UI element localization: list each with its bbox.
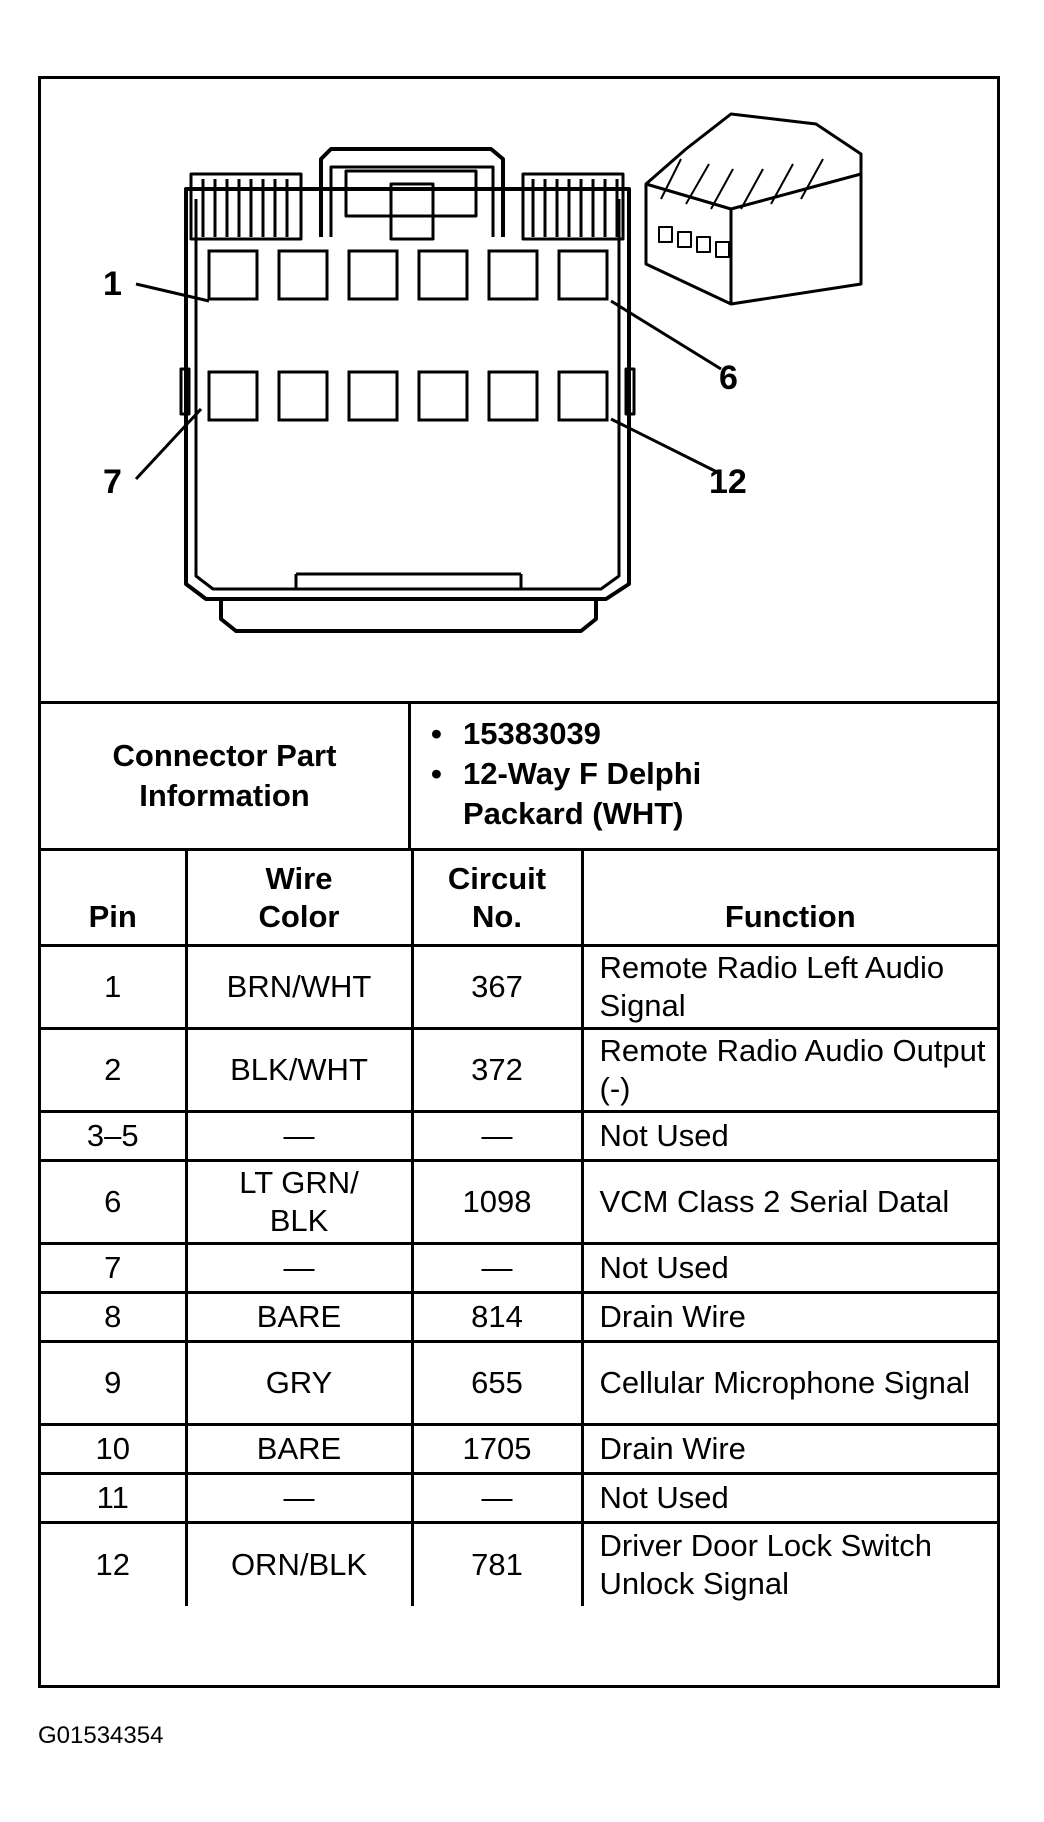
part-number: 15383039 (431, 714, 997, 754)
pin-cell: 3–5 (41, 1110, 188, 1162)
pin-cavity-2 (277, 249, 329, 301)
function-cell: Cellular Microphone Signal (580, 1340, 997, 1426)
pin-cell: 10 (41, 1423, 188, 1475)
pin-callout-12: 12 (709, 463, 747, 501)
pin-callout-7: 7 (103, 463, 122, 501)
header-pin: Pin (41, 848, 188, 947)
pin-cavity-11 (487, 370, 539, 422)
pin-cavity-6 (557, 249, 609, 301)
pin-cell: 2 (41, 1027, 188, 1113)
pin-cavity-8 (277, 370, 329, 422)
wire-color-cell: — (184, 1110, 414, 1162)
pin-callout-6: 6 (719, 359, 738, 397)
pin-cell: 6 (41, 1159, 188, 1245)
function-cell: Drain Wire (580, 1291, 997, 1343)
function-cell: Not Used (580, 1242, 997, 1294)
pin-cell: 9 (41, 1340, 188, 1426)
function-cell: Drain Wire (580, 1423, 997, 1475)
pin-cell: 12 (41, 1521, 188, 1606)
pin-cavity-5 (487, 249, 539, 301)
part-info-list: 15383039 12-Way F Delphi Packard (WHT) (411, 704, 997, 848)
connector-description: 12-Way F Delphi Packard (WHT) (431, 754, 783, 834)
connector-figure-frame: 1 6 7 12 Connector Part Information 1538… (38, 76, 1000, 1688)
pin-cell: 7 (41, 1242, 188, 1294)
circuit-cell: 1705 (410, 1423, 584, 1475)
pin-cell: 11 (41, 1472, 188, 1524)
circuit-cell: 1098 (410, 1159, 584, 1245)
wire-color-cell: — (184, 1472, 414, 1524)
circuit-cell: — (410, 1242, 584, 1294)
function-cell: Not Used (580, 1110, 997, 1162)
header-function: Function (580, 848, 997, 947)
function-cell: Remote Radio Audio Output (-) (580, 1027, 997, 1113)
header-wire-color: Wire Color (184, 848, 414, 947)
function-cell: Remote Radio Left Audio Signal (580, 944, 997, 1030)
figure-code: G01534354 (38, 1722, 164, 1749)
wire-color-cell: BARE (184, 1423, 414, 1475)
pin-cavity-12 (557, 370, 609, 422)
function-cell: Driver Door Lock Switch Unlock Signal (580, 1521, 997, 1606)
pinout-header-row: Pin Wire Color Circuit No. Function (41, 848, 997, 947)
wire-color-cell: ORN/BLK (184, 1521, 414, 1606)
pin-callout-1: 1 (103, 265, 122, 303)
circuit-cell: 814 (410, 1291, 584, 1343)
wire-color-cell: — (184, 1242, 414, 1294)
table-row: 11——Not Used (41, 1472, 997, 1524)
table-row: 3–5——Not Used (41, 1110, 997, 1162)
circuit-cell: — (410, 1110, 584, 1162)
table-row: 7——Not Used (41, 1242, 997, 1294)
connector-part-info: Connector Part Information 15383039 12-W… (41, 701, 997, 848)
pin-cavity-9 (347, 370, 399, 422)
wire-color-cell: GRY (184, 1340, 414, 1426)
wire-color-cell: LT GRN/ BLK (184, 1159, 414, 1245)
pin-cell: 8 (41, 1291, 188, 1343)
pin-cavity-7 (207, 370, 259, 422)
circuit-cell: 781 (410, 1521, 584, 1606)
wire-color-cell: BARE (184, 1291, 414, 1343)
connector-drawing (134, 112, 863, 633)
circuit-cell: 372 (410, 1027, 584, 1113)
circuit-cell: — (410, 1472, 584, 1524)
wire-color-cell: BLK/WHT (184, 1027, 414, 1113)
pin-cavity-4 (417, 249, 469, 301)
pin-cavity-10 (417, 370, 469, 422)
header-circuit: Circuit No. (410, 848, 584, 947)
pin-cell: 1 (41, 944, 188, 1030)
circuit-cell: 367 (410, 944, 584, 1030)
function-cell: Not Used (580, 1472, 997, 1524)
pin-cavity-3 (347, 249, 399, 301)
pin-cavity-1 (207, 249, 259, 301)
wire-color-cell: BRN/WHT (184, 944, 414, 1030)
circuit-cell: 655 (410, 1340, 584, 1426)
connector-housing-outline (184, 187, 631, 601)
part-info-label: Connector Part Information (41, 704, 411, 848)
connector-face-diagram: 1 6 7 12 (41, 79, 997, 701)
function-cell: VCM Class 2 Serial Datal (580, 1159, 997, 1245)
